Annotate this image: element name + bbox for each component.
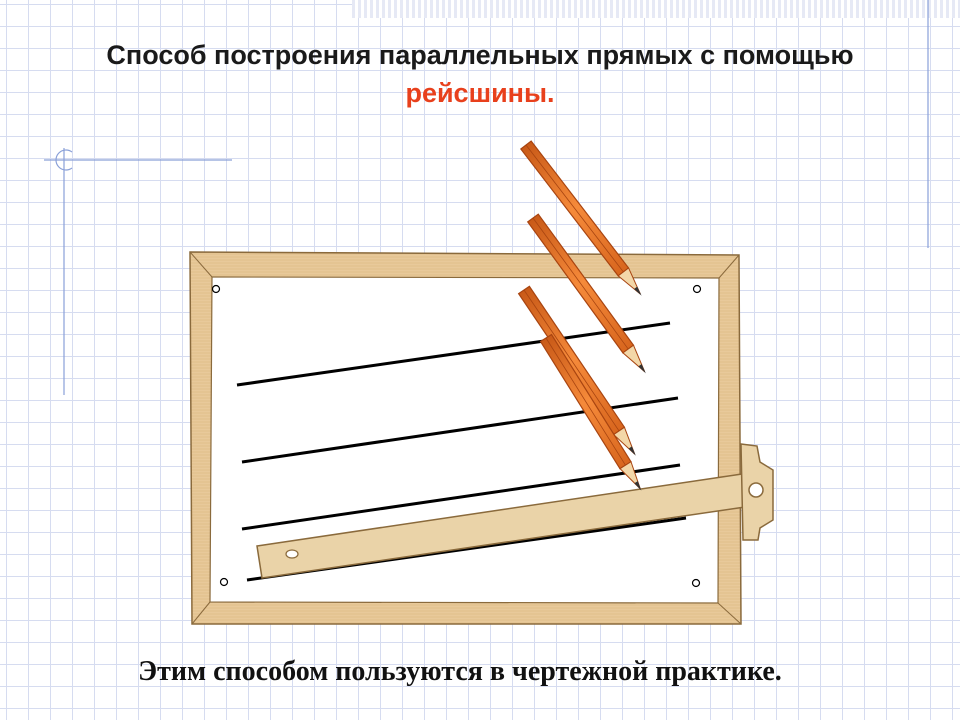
pin-icon [219, 577, 229, 587]
page-title: Способ построения параллельных прямых с … [20, 36, 940, 112]
pin-icon [692, 284, 702, 294]
pencil-icon [520, 140, 642, 296]
pin-icon [691, 578, 701, 588]
title-line-2-accent: рейсшины. [405, 78, 555, 108]
compass-mark-icon [44, 148, 232, 395]
parallel-line [241, 463, 681, 531]
pin-icon [211, 284, 221, 294]
pencil-icon [517, 285, 636, 456]
parallel-line [236, 321, 671, 387]
top-decoration-stripe [352, 0, 960, 18]
title-line-1: Способ построения параллельных прямых с … [106, 40, 854, 70]
pencil-icon [526, 213, 646, 374]
footer-caption: Этим способом пользуются в чертежной пра… [138, 656, 782, 687]
pencil-icon [539, 333, 642, 491]
t-square-icon [256, 443, 774, 579]
